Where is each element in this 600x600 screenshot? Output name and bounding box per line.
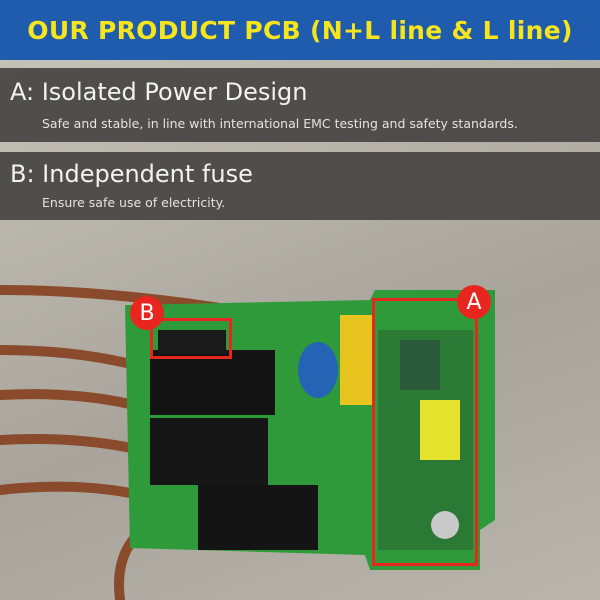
marker-a-box	[372, 298, 478, 566]
transformer	[420, 400, 460, 460]
header-title: OUR PRODUCT PCB (N+L line & L line)	[27, 15, 573, 45]
relay-2	[150, 418, 268, 485]
relay-3	[198, 485, 318, 550]
capacitor-blue	[298, 342, 338, 398]
fuse	[158, 330, 226, 354]
capacitor-yellow	[340, 315, 372, 405]
marker-b-label: B	[130, 296, 164, 330]
header-banner: OUR PRODUCT PCB (N+L line & L line)	[0, 0, 600, 60]
marker-b-box	[150, 318, 232, 359]
feature-b-subtitle: Ensure safe use of electricity.	[42, 195, 226, 210]
electrolytic-cap	[400, 340, 440, 390]
marker-a-label: A	[457, 285, 491, 319]
feature-a-title: A: Isolated Power Design	[10, 78, 308, 106]
feature-a: A: Isolated Power Design Safe and stable…	[0, 68, 600, 142]
feature-a-subtitle: Safe and stable, in line with internatio…	[42, 116, 518, 131]
cap-small	[431, 511, 459, 539]
pcb-photo	[0, 285, 495, 600]
feature-b: B: Independent fuse Ensure safe use of e…	[0, 152, 600, 220]
relay-1	[150, 350, 275, 415]
feature-b-title: B: Independent fuse	[10, 160, 253, 188]
